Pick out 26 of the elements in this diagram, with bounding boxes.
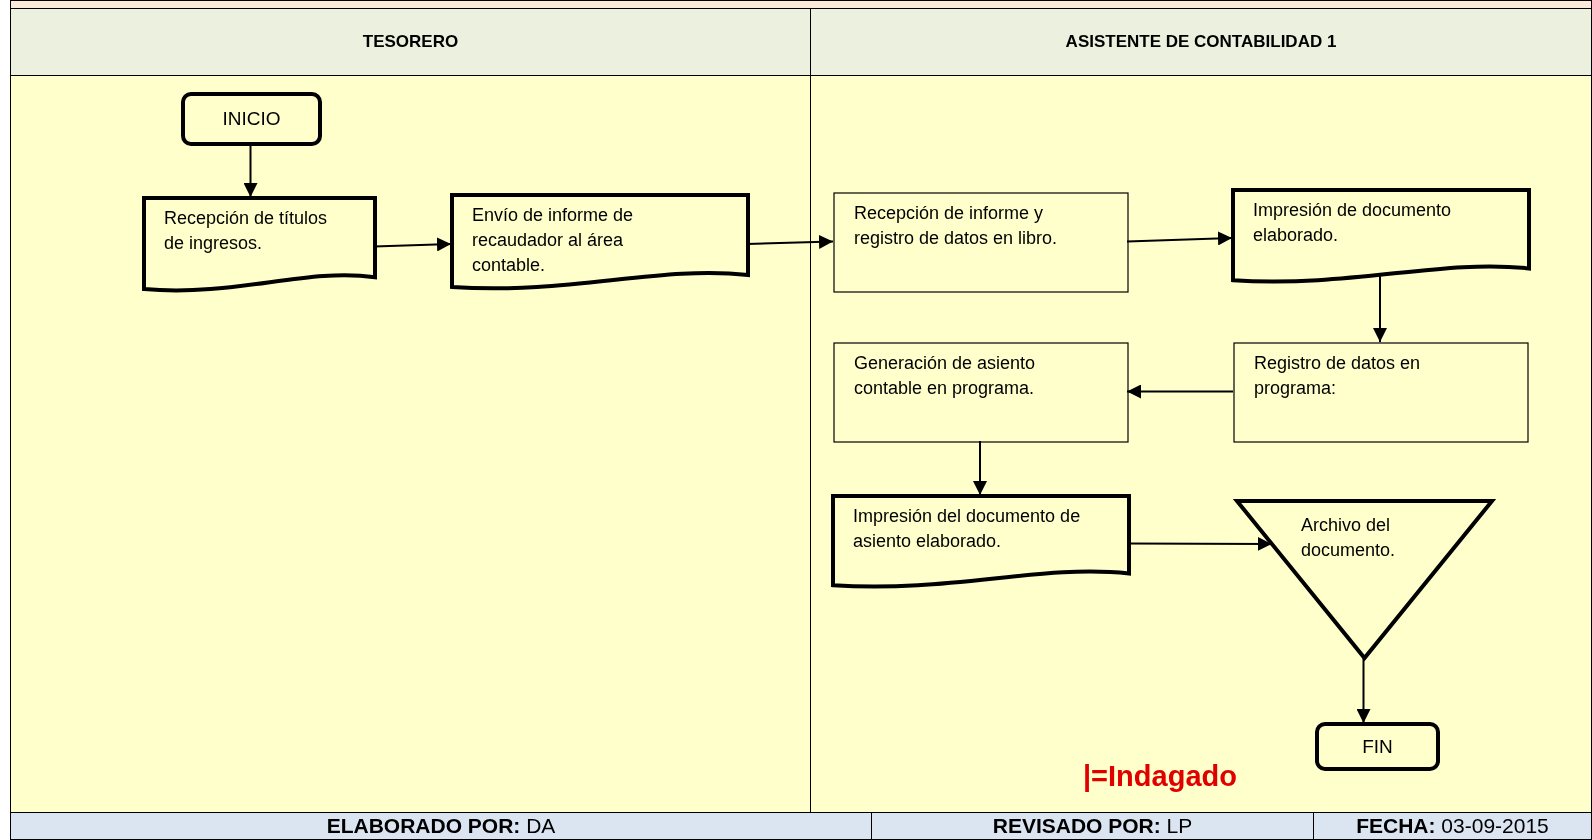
terminal-box	[183, 94, 320, 144]
process-box	[1234, 343, 1528, 442]
arrow	[1126, 384, 1234, 399]
process-box	[834, 343, 1128, 442]
step-text: Envío de informe de recaudador al área contable.	[472, 204, 635, 277]
step-text: Registro de datos en programa:	[1254, 352, 1422, 400]
note-text: |=Indagado	[1083, 760, 1237, 793]
step-text: Impresión del documento de asiento elaborado.	[853, 505, 1082, 553]
terminal-box	[1317, 724, 1438, 769]
footer-cell: FECHA: 03-09-2015	[1313, 812, 1592, 840]
arrow	[1356, 656, 1371, 724]
swimlane	[10, 8, 811, 813]
footer-cell: REVISADO POR: LP	[871, 812, 1314, 840]
footer-cell: ELABORADO POR: DA	[10, 812, 872, 840]
arrow	[973, 440, 987, 496]
swimlane	[810, 8, 1592, 813]
process-box	[834, 193, 1128, 292]
step-text: FIN	[1361, 735, 1394, 759]
step-text: INICIO	[221, 107, 282, 131]
step-text: Generación de asiento contable en programa.	[854, 352, 1037, 400]
step-text: Impresión de documento elaborado.	[1253, 199, 1453, 247]
step-text: Recepción de informe y registro de datos en libro.	[854, 202, 1059, 250]
lane-header: TESORERO	[11, 9, 810, 76]
step-text: Recepción de títulos de ingresos.	[164, 207, 329, 255]
lane-header: ASISTENTE DE CONTABILIDAD 1	[811, 9, 1591, 76]
arrow	[1126, 231, 1233, 246]
